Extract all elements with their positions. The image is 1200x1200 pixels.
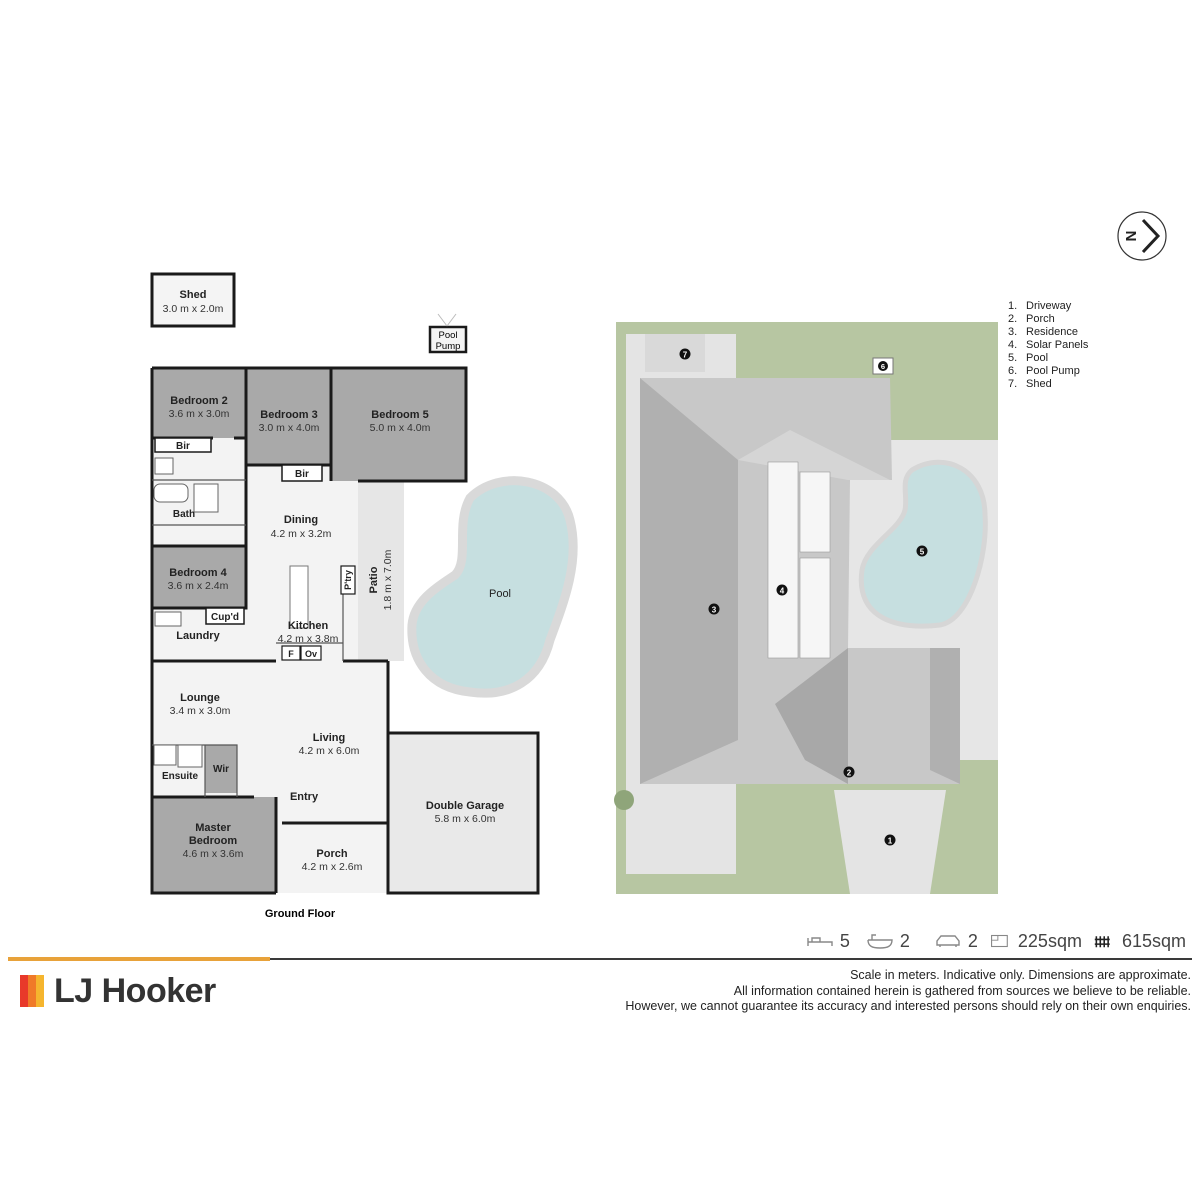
- dining-dims: 4.2 m x 3.2m: [271, 528, 332, 540]
- bir-label-bed3: Bir: [295, 469, 309, 480]
- house-floor: [152, 368, 538, 893]
- kitchen-label: Kitchen: [288, 620, 329, 632]
- logo-mark-icon: [20, 975, 44, 1007]
- laundry-label: Laundry: [176, 630, 220, 642]
- site-pool: [858, 459, 988, 629]
- cupd-label: Cup'd: [211, 612, 239, 623]
- bedrooms-stat: 5: [806, 931, 850, 952]
- bedroom-2-label: Bedroom 2: [170, 395, 227, 407]
- land-area-stat: 615sqm: [1094, 931, 1186, 952]
- cars-count: 2: [967, 930, 978, 951]
- tree-icon: [614, 790, 634, 810]
- bedrooms-count: 5: [839, 930, 850, 951]
- dining-label: Dining: [284, 514, 318, 526]
- lounge-dims: 3.4 m x 3.0m: [170, 705, 231, 717]
- marker-5: 5: [920, 548, 925, 557]
- car-icon: [936, 935, 960, 947]
- marker-1: 1: [888, 837, 893, 846]
- floor-plan: Shed 3.0 m x 2.0m Pool Pump: [150, 272, 578, 920]
- bathrooms-count: 2: [899, 930, 910, 951]
- master-bedroom-label-1: Master: [195, 822, 231, 834]
- disclaimer-line-2: All information contained herein is gath…: [733, 983, 1191, 998]
- disclaimer: Scale in meters. Indicative only. Dimens…: [551, 968, 1191, 1015]
- kitchen-dims: 4.2 m x 3.8m: [278, 633, 339, 645]
- floor-area-stat: 225sqm: [990, 931, 1082, 952]
- floor-title: Ground Floor: [265, 908, 336, 920]
- pool-pump: Pool Pump: [428, 313, 468, 354]
- living-dims: 4.2 m x 6.0m: [299, 745, 360, 757]
- marker-2: 2: [847, 769, 852, 778]
- entry-label: Entry: [290, 791, 319, 803]
- lj-hooker-logo: LJ Hooker: [20, 974, 216, 1008]
- bathrooms-stat: 2: [866, 931, 910, 952]
- pool-label: Pool: [489, 588, 511, 600]
- north-arrow-icon: N: [1117, 211, 1167, 261]
- bedroom-3-dims: 3.0 m x 4.0m: [259, 422, 320, 434]
- oven-label: Ov: [305, 649, 317, 659]
- legend-item: 4.Solar Panels: [1008, 339, 1089, 351]
- marker-7: 7: [683, 351, 688, 360]
- disclaimer-line-1: Scale in meters. Indicative only. Dimens…: [850, 968, 1191, 982]
- bedroom-2-dims: 3.6 m x 3.0m: [169, 408, 230, 420]
- shed-dims: 3.0 m x 2.0m: [163, 303, 224, 315]
- floor-area-icon: [990, 934, 1008, 948]
- pantry-label: P'try: [343, 570, 353, 590]
- marker-3: 3: [712, 606, 717, 615]
- compass-label: N: [1122, 231, 1139, 242]
- legend-item: 7.Shed: [1008, 378, 1052, 390]
- site-shed: [645, 334, 705, 372]
- shed-room: Shed 3.0 m x 2.0m: [150, 272, 236, 328]
- legend-item: 6.Pool Pump: [1008, 365, 1080, 377]
- bir-label-bed2: Bir: [176, 441, 190, 452]
- site-plan: 1 2 3 4 5 6 7: [614, 322, 998, 894]
- cars-stat: 2: [934, 931, 978, 952]
- porch-dims: 4.2 m x 2.6m: [302, 861, 363, 873]
- master-bedroom-label-2: Bedroom: [189, 835, 238, 847]
- footer-accent-rule: [8, 957, 270, 961]
- property-stats: 5 2 2 225sqm 615sqm: [806, 929, 1186, 953]
- legend-item: 1.Driveway: [1008, 300, 1072, 312]
- bedroom-4-dims: 3.6 m x 2.4m: [168, 580, 229, 592]
- bath-icon: [867, 934, 893, 949]
- legend-item: 5.Pool: [1008, 352, 1049, 364]
- bedroom-5-label: Bedroom 5: [371, 409, 428, 421]
- pool-pump-label-2: Pump: [436, 341, 461, 352]
- fridge-label: F: [288, 649, 294, 659]
- footer-rule: [8, 958, 1192, 960]
- disclaimer-line-3: However, we cannot guarantee its accurac…: [625, 999, 1191, 1013]
- bed-icon: [807, 937, 833, 946]
- marker-4: 4: [780, 587, 785, 596]
- bedroom-4-label: Bedroom 4: [169, 567, 227, 579]
- pool-pump-label-1: Pool: [438, 330, 457, 341]
- garage-label: Double Garage: [426, 800, 504, 812]
- garage-dims: 5.8 m x 6.0m: [435, 813, 496, 825]
- legend-item: 2.Porch: [1008, 313, 1055, 325]
- walls: [150, 366, 540, 895]
- bath-label: Bath: [173, 509, 195, 520]
- logo-wordmark: LJ Hooker: [54, 972, 216, 1010]
- lounge-label: Lounge: [180, 692, 220, 704]
- legend-item: 3.Residence: [1008, 326, 1078, 338]
- floor-area-value: 225sqm: [1017, 930, 1082, 951]
- shed-label: Shed: [180, 289, 207, 301]
- marker-6: 6: [881, 362, 885, 371]
- site-legend: 1.Driveway 2.Porch 3.Residence 4.Solar P…: [1008, 300, 1088, 391]
- bedroom-5-dims: 5.0 m x 4.0m: [370, 422, 431, 434]
- bedroom-3-label: Bedroom 3: [260, 409, 317, 421]
- site-markers: 1 2 3 4 5 6 7: [679, 348, 928, 846]
- patio-dims: 1.8 m x 7.0m: [382, 549, 394, 610]
- living-label: Living: [313, 732, 345, 744]
- ensuite-label: Ensuite: [162, 771, 199, 782]
- solar-panels: [767, 461, 831, 659]
- master-bedroom-dims: 4.6 m x 3.6m: [183, 848, 244, 860]
- patio-label: Patio: [368, 566, 380, 593]
- porch-label: Porch: [316, 848, 347, 860]
- wir-label: Wir: [213, 764, 229, 775]
- fence-icon: [1094, 936, 1110, 948]
- pool: Pool: [407, 476, 578, 698]
- land-area-value: 615sqm: [1121, 930, 1186, 951]
